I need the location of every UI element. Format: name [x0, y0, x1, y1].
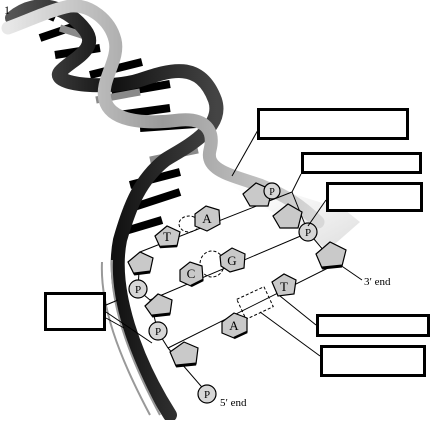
five-prime-end-label: 5′ end: [220, 397, 247, 409]
phosphate-label: P: [135, 284, 141, 296]
sugar: [315, 241, 347, 269]
base-stripe: [159, 244, 178, 249]
sugar-stripe: [321, 264, 343, 270]
helix-backbone-edge: [110, 259, 161, 416]
phosphates: P P P P P: [128, 182, 318, 404]
leader-line: [291, 173, 302, 193]
sugar: [127, 251, 154, 275]
phosphate-circle: P: [263, 182, 281, 200]
leader-lines: [105, 129, 327, 357]
helix-backbone-light: [1, 0, 325, 229]
answer-box-6[interactable]: [320, 345, 426, 377]
helix-backbone-edge: [100, 261, 151, 416]
sugar-stripe: [133, 270, 151, 276]
leader-line: [307, 199, 327, 227]
left-strand-line: [167, 261, 341, 349]
phosphate-circle: P: [148, 321, 168, 341]
phosphate-label: P: [305, 227, 311, 239]
answer-box-5[interactable]: [316, 314, 430, 337]
base-shape: [154, 225, 181, 248]
three-prime-end-label: 3′ end: [364, 276, 391, 288]
base-letter-t: T: [163, 229, 171, 244]
base-letter-g: G: [227, 253, 236, 268]
base-letter-a: A: [202, 211, 212, 226]
base-stripes: [159, 244, 248, 340]
leader-line: [105, 299, 119, 306]
phosphate-circle: P: [197, 384, 217, 404]
base-shape: [219, 247, 246, 273]
base-letter-c: C: [187, 266, 196, 281]
base-stripe: [190, 278, 204, 288]
helix-rung: [38, 21, 80, 42]
answer-box-2[interactable]: [301, 152, 422, 174]
answer-box-4[interactable]: [44, 292, 106, 331]
helix-backbone-dark: [5, 0, 224, 422]
sugar: [169, 341, 199, 367]
sugars: [127, 182, 347, 367]
leader-line: [279, 295, 317, 326]
bases: [154, 205, 297, 339]
phosphate-circle: P: [298, 222, 318, 242]
sugar-stripe: [175, 362, 197, 368]
sugar: [144, 293, 173, 317]
hydrogen-bond-box: [236, 286, 274, 320]
leader-line: [259, 311, 321, 357]
zoom-wedge: [200, 165, 360, 250]
base-shape: [194, 205, 221, 232]
answer-box-3[interactable]: [326, 182, 423, 212]
leader-line: [105, 317, 125, 329]
phosphate-label: P: [155, 326, 161, 338]
base-letters: T A C G A T: [163, 211, 288, 333]
sugar-stripe: [151, 312, 171, 318]
phosphate-label: P: [269, 187, 275, 198]
sugar-stripes: [133, 264, 343, 368]
phosphate-circle: P: [128, 279, 148, 299]
base-stripe: [233, 330, 248, 340]
leader-line: [231, 129, 259, 177]
base-letter-a: A: [229, 318, 239, 333]
phosphate-label: P: [204, 389, 210, 401]
base-shape: [271, 273, 297, 297]
corner-glyph: 1: [4, 3, 10, 17]
leader-line: [105, 311, 153, 344]
sugar: [272, 203, 303, 229]
answer-box-1[interactable]: [257, 108, 409, 140]
base-letter-t: T: [280, 279, 288, 294]
